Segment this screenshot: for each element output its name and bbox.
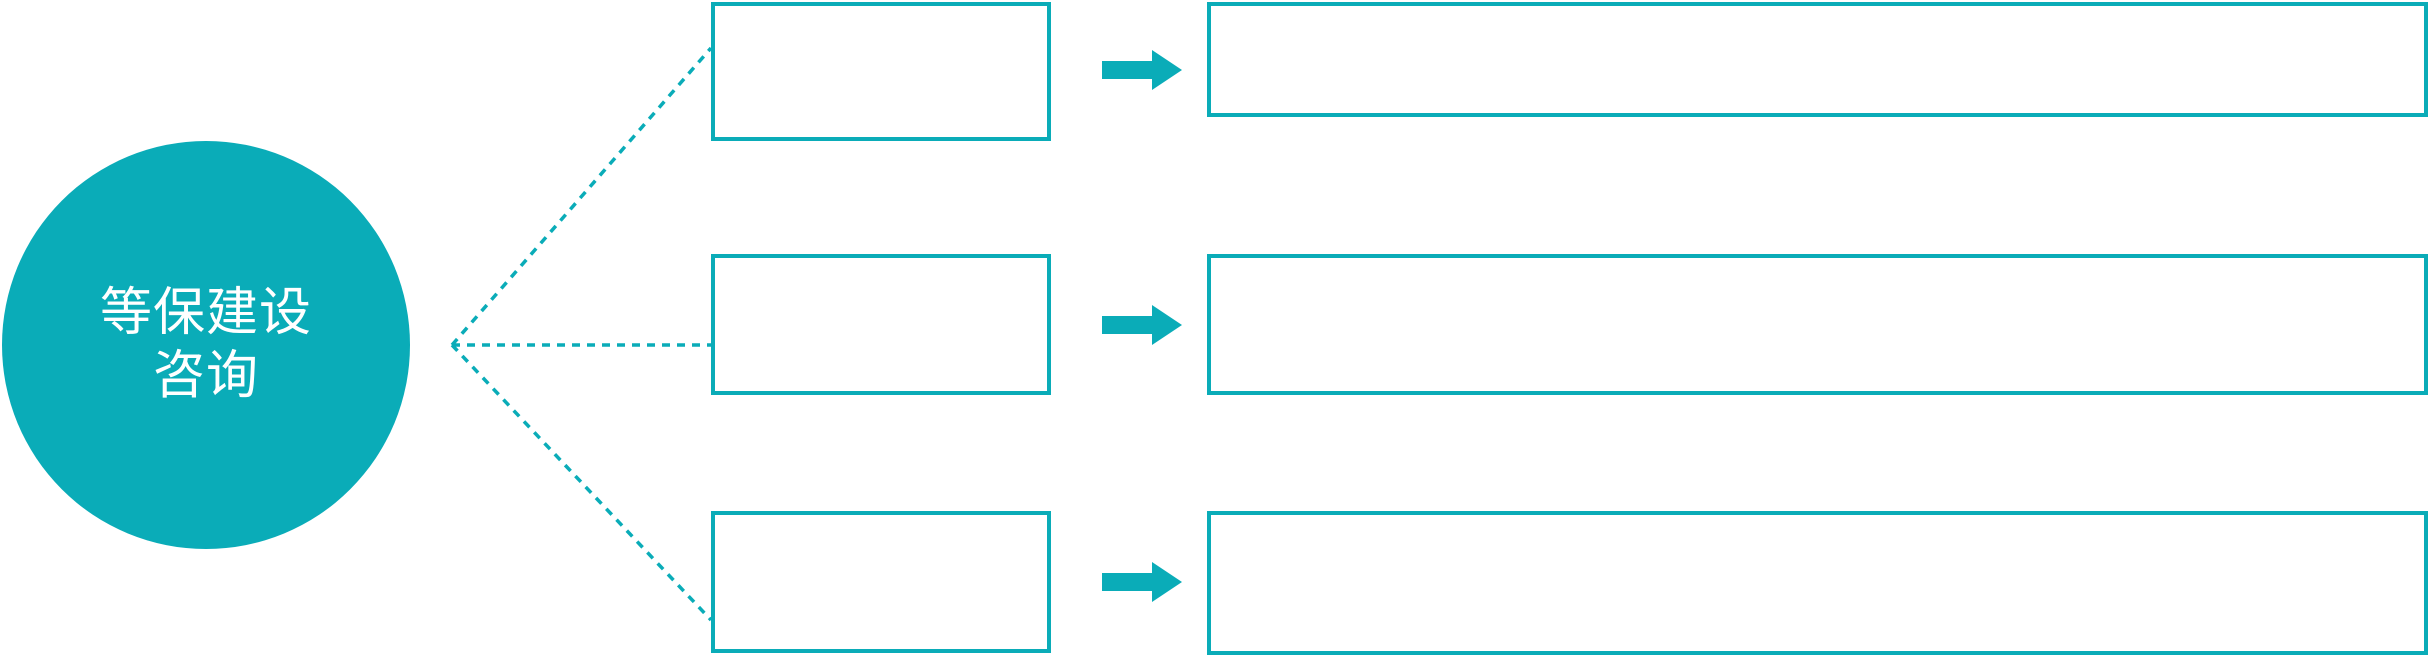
right-arrow-icon bbox=[1102, 305, 1182, 345]
detail-box-2[interactable] bbox=[1207, 254, 2428, 395]
right-arrow-icon bbox=[1102, 50, 1182, 90]
right-arrow-icon bbox=[1102, 562, 1182, 602]
stage-box-1[interactable] bbox=[711, 2, 1051, 141]
stage-box-2[interactable] bbox=[711, 254, 1051, 395]
hub-circle[interactable]: 等保建设 咨询 bbox=[2, 141, 410, 549]
connector-line-bottom bbox=[450, 343, 713, 622]
connector-line-top bbox=[450, 46, 713, 347]
detail-box-1[interactable] bbox=[1207, 2, 2428, 117]
detail-box-3[interactable] bbox=[1207, 511, 2428, 655]
stage-box-3[interactable] bbox=[711, 511, 1051, 653]
hub-label: 等保建设 咨询 bbox=[99, 282, 312, 406]
